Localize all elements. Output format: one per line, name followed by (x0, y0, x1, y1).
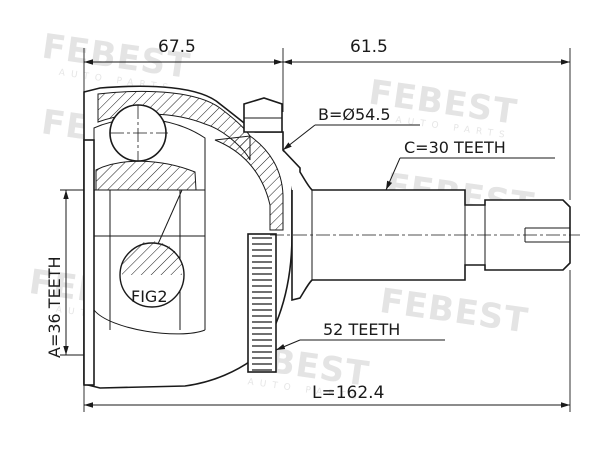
label-bearing-diameter: B=Ø54.5 (318, 105, 391, 124)
dimension-lines (63, 59, 570, 408)
dim-total-length: L=162.4 (312, 383, 384, 403)
fig2-detail: FIG2 (119, 189, 185, 308)
abs-ring (247, 233, 277, 373)
cv-joint-housing (83, 85, 293, 389)
housing-boss (243, 97, 283, 133)
label-inner-teeth: A=36 TEETH (45, 256, 64, 358)
dim-right-length: 61.5 (350, 37, 388, 57)
watermark-brand: FEBEST (377, 281, 530, 341)
label-outer-teeth: C=30 TEETH (404, 138, 506, 157)
fig2-leader (157, 189, 183, 245)
housing-mouth (83, 139, 95, 386)
fig2-label: FIG2 (131, 287, 168, 306)
label-abs-teeth: 52 TEETH (323, 320, 400, 339)
leader-lines (275, 124, 555, 351)
dim-left-length: 67.5 (158, 37, 196, 57)
output-shaft (270, 149, 580, 302)
